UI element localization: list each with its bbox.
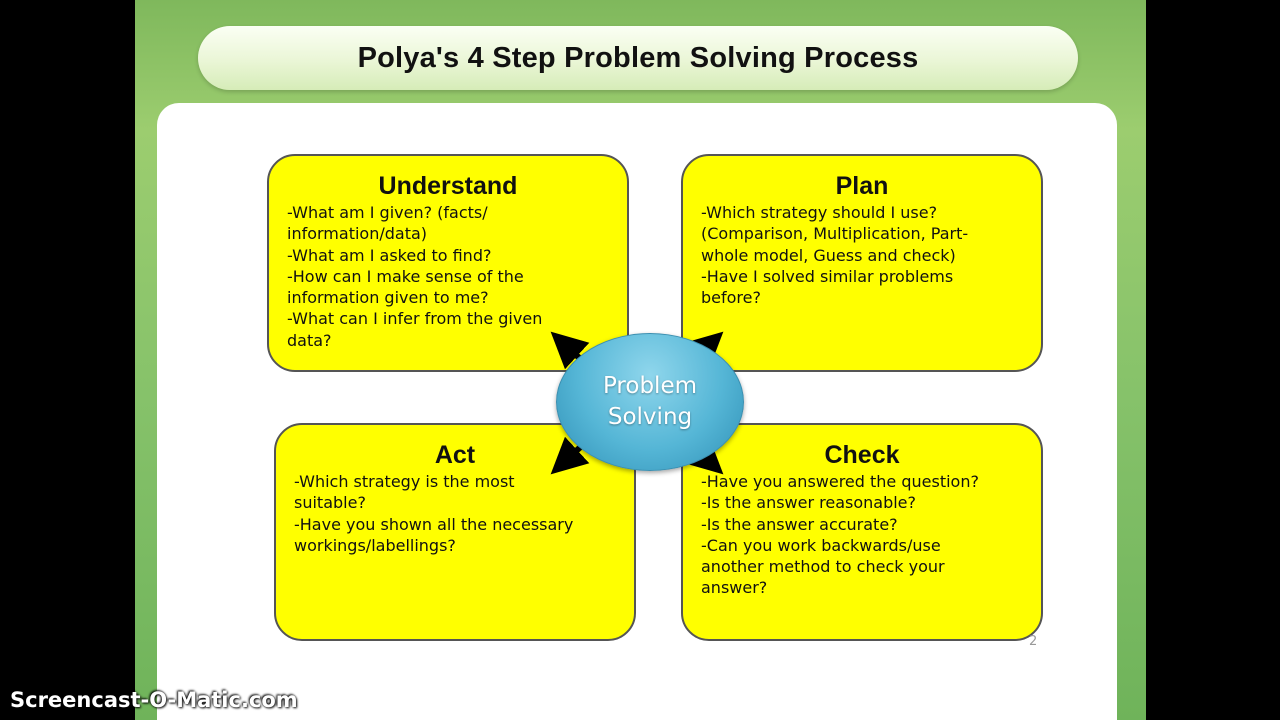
understand-lines: -What am I given? (facts/ information/da… (287, 202, 627, 351)
understand-line: -What can I infer from the given (287, 309, 543, 329)
act-title: Act (434, 441, 476, 469)
plan-title: Plan (835, 172, 889, 200)
check-lines: -Have you answered the question? -Is the… (701, 471, 1041, 599)
plan-line: -Have I solved similar problems (701, 266, 954, 286)
title-bar: Polya's 4 Step Problem Solving Process (198, 26, 1078, 90)
act-line: -Which strategy is the most (294, 472, 515, 491)
understand-title: Understand (378, 172, 518, 200)
understand-line: -What am I given? (facts/ (287, 203, 488, 222)
slide-title: Polya's 4 Step Problem Solving Process (357, 41, 919, 74)
act-line: workings/labellings? (294, 535, 456, 555)
check-line: -Can you work backwards/use (701, 535, 941, 555)
content-panel: Understand -What am I given? (facts/ inf… (157, 103, 1117, 720)
check-box: Check -Have you answered the question? -… (681, 423, 1043, 641)
act-lines: -Which strategy is the most suitable? -H… (294, 471, 634, 556)
plan-line: -Which strategy should I use? (701, 203, 938, 222)
page-number: 2 (1029, 634, 1038, 649)
act-line: -Have you shown all the necessary (294, 514, 574, 534)
check-line: another method to check your (701, 557, 945, 577)
understand-line: data? (287, 330, 332, 350)
watermark-logo: Screencast-O-Matic.com (10, 688, 298, 712)
understand-line: information given to me? (287, 288, 489, 308)
check-line: -Is the answer reasonable? (701, 493, 917, 513)
plan-lines: -Which strategy should I use? (Compariso… (701, 202, 1041, 308)
understand-line: information/data) (287, 224, 428, 244)
center-label-line: Problem (602, 373, 698, 399)
plan-line: (Comparison, Multiplication, Part- (701, 224, 969, 244)
understand-box: Understand -What am I given? (facts/ inf… (267, 154, 629, 372)
slide: Polya's 4 Step Problem Solving Process U… (135, 0, 1146, 720)
problem-solving-ellipse: Problem Solving (556, 333, 744, 471)
act-line: suitable? (294, 493, 366, 513)
center-node: Problem Solving (544, 331, 744, 471)
plan-line: before? (701, 288, 761, 308)
check-title: Check (824, 441, 900, 469)
plan-line: whole model, Guess and check) (701, 245, 956, 265)
understand-line: -What am I asked to find? (287, 245, 492, 265)
check-line: -Have you answered the question? (701, 472, 979, 491)
check-line: -Is the answer accurate? (701, 514, 898, 534)
center-label-line: Solving (607, 404, 693, 430)
check-line: answer? (701, 578, 768, 598)
plan-box: Plan -Which strategy should I use? (Comp… (681, 154, 1043, 372)
understand-line: -How can I make sense of the (287, 266, 524, 286)
